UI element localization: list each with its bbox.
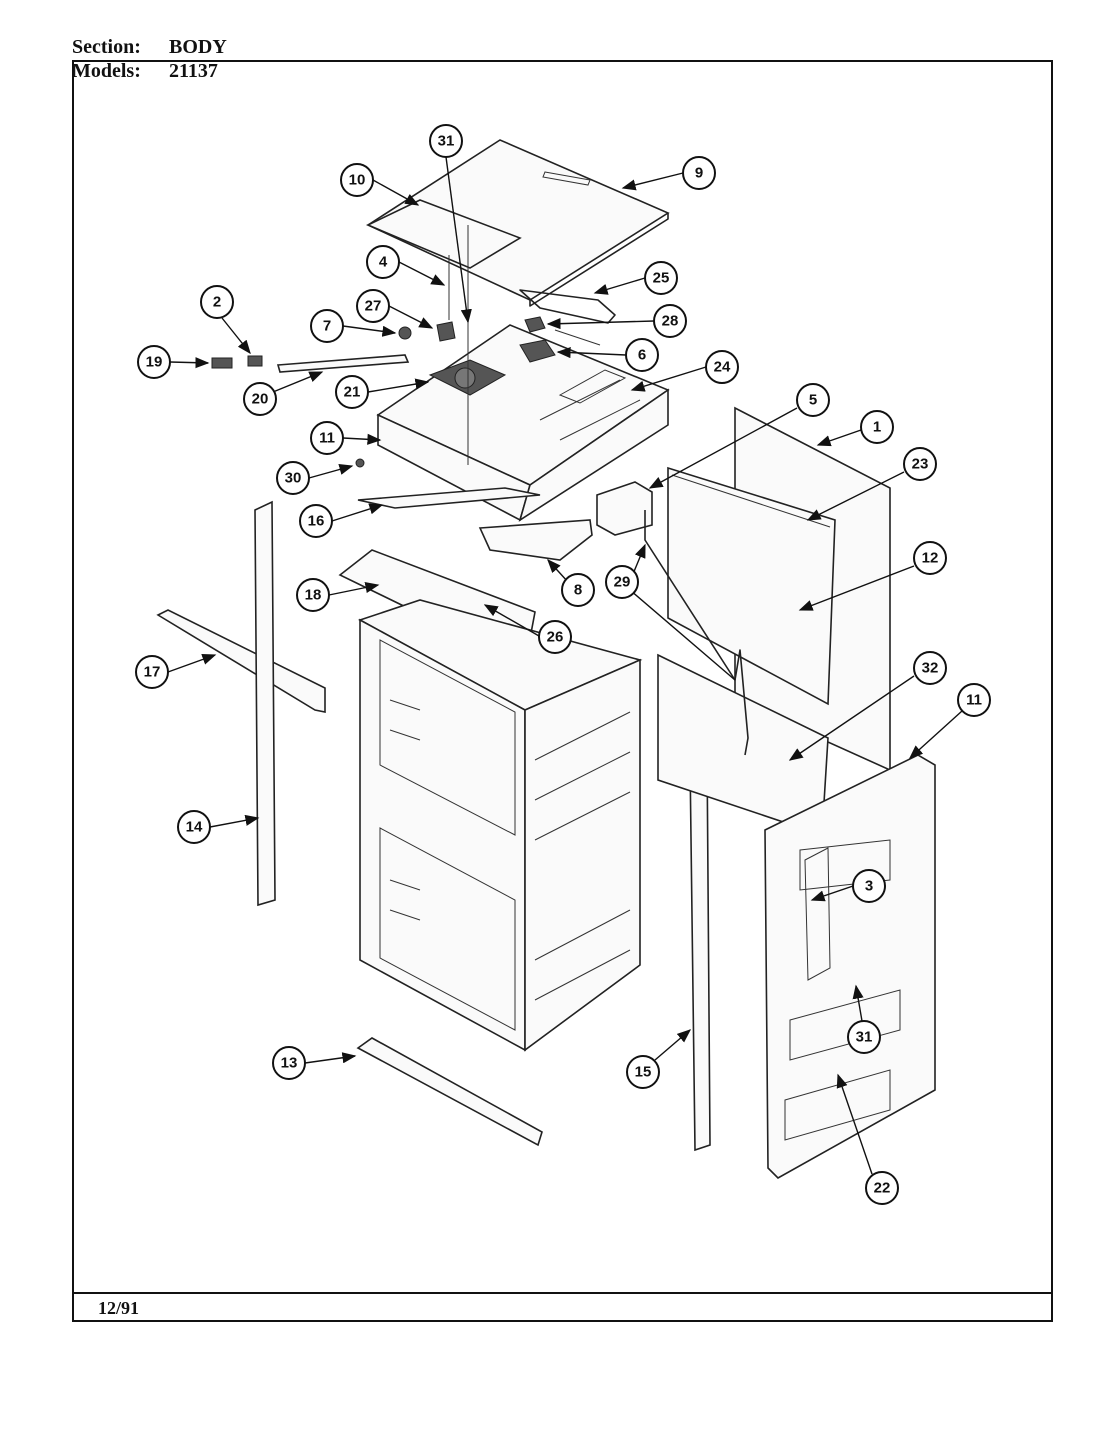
svg-text:29: 29	[614, 574, 631, 591]
callout-11-top: 11	[310, 421, 382, 455]
callout-22: 22	[836, 1073, 899, 1205]
svg-text:15: 15	[635, 1064, 652, 1081]
footer-divider	[74, 1292, 1051, 1294]
side-panel	[764, 754, 936, 1179]
svg-text:6: 6	[638, 347, 646, 364]
svg-text:3: 3	[865, 878, 873, 895]
oven-cavity	[358, 599, 643, 1052]
section-value: BODY	[169, 36, 227, 58]
callout-32: 32	[788, 651, 947, 761]
callout-17: 17	[135, 654, 217, 689]
callout-24: 24	[630, 350, 739, 392]
callout-27: 27	[356, 289, 434, 329]
top-sub-panel	[366, 199, 522, 269]
callout-23: 23	[806, 447, 937, 521]
svg-text:12: 12	[922, 550, 939, 567]
models-header: Models: 21137	[72, 60, 218, 83]
svg-text:19: 19	[146, 354, 163, 371]
callout-11-side: 11	[908, 683, 991, 759]
bracket	[519, 289, 616, 324]
svg-text:9: 9	[695, 165, 703, 182]
latch-spring	[247, 355, 263, 367]
svg-text:23: 23	[912, 456, 929, 473]
svg-text:11: 11	[966, 692, 982, 709]
latch-knob	[211, 357, 233, 369]
svg-text:21: 21	[344, 384, 361, 401]
svg-text:7: 7	[323, 318, 331, 335]
callout-9: 9	[621, 156, 716, 191]
svg-text:17: 17	[144, 664, 161, 681]
callout-31-top: 31	[429, 124, 472, 324]
svg-text:13: 13	[281, 1055, 298, 1072]
svg-text:14: 14	[186, 819, 203, 836]
latch-rod	[276, 354, 410, 373]
callout-20: 20	[243, 371, 324, 416]
svg-text:28: 28	[662, 313, 679, 330]
callout-2: 2	[200, 285, 251, 355]
svg-text:8: 8	[574, 582, 582, 599]
coil-spring	[436, 321, 456, 342]
callout-28: 28	[546, 304, 687, 338]
callout-13: 13	[272, 1046, 357, 1080]
callout-3: 3	[810, 869, 886, 903]
callout-26: 26	[483, 604, 572, 654]
callout-19: 19	[137, 345, 210, 379]
callout-16: 16	[299, 503, 384, 538]
svg-text:27: 27	[365, 298, 382, 315]
svg-text:5: 5	[809, 392, 817, 409]
models-value: 21137	[169, 60, 218, 82]
callout-8: 8	[547, 558, 595, 607]
section-label: Section:	[72, 36, 141, 58]
callout-29: 29	[605, 543, 736, 681]
callout-12: 12	[798, 541, 947, 611]
switch-bracket	[519, 339, 556, 363]
left-side-rail	[254, 500, 276, 907]
callout-18: 18	[296, 578, 380, 612]
callout-15: 15	[626, 1029, 692, 1089]
svg-text:26: 26	[547, 629, 564, 646]
svg-text:32: 32	[922, 660, 939, 677]
nut	[355, 458, 365, 468]
svg-text:25: 25	[653, 270, 670, 287]
svg-text:11: 11	[319, 430, 335, 447]
callout-30: 30	[276, 461, 354, 495]
spring	[524, 316, 546, 333]
bottom-rail	[356, 1037, 543, 1147]
diagram-frame: 12/91	[72, 60, 1053, 1322]
callout-5: 5	[648, 383, 830, 489]
callout-14: 14	[177, 810, 260, 844]
callout-4: 4	[366, 245, 446, 286]
svg-text:22: 22	[874, 1180, 891, 1197]
callout-25: 25	[593, 261, 678, 295]
models-label: Models:	[72, 60, 141, 82]
svg-text:24: 24	[714, 359, 731, 376]
terminal-block	[596, 481, 653, 536]
right-side-strip	[689, 746, 711, 1152]
svg-text:20: 20	[252, 391, 269, 408]
top-panel	[366, 139, 670, 307]
svg-text:4: 4	[379, 254, 388, 271]
callout-10: 10	[340, 163, 420, 206]
svg-text:1: 1	[873, 419, 881, 436]
svg-text:31: 31	[438, 133, 455, 150]
svg-text:16: 16	[308, 513, 325, 530]
svg-text:10: 10	[349, 172, 366, 189]
svg-text:2: 2	[213, 294, 221, 311]
air-duct	[478, 519, 593, 561]
section-header: Section: BODY	[72, 36, 227, 59]
callout-7: 7	[310, 309, 397, 343]
svg-text:18: 18	[305, 587, 322, 604]
callout-1: 1	[816, 410, 894, 447]
footer-date: 12/91	[98, 1298, 140, 1318]
callout-31-side: 31	[847, 984, 881, 1054]
vent-tube	[644, 510, 749, 756]
callout-6: 6	[556, 338, 659, 372]
washer	[398, 326, 412, 340]
svg-text:31: 31	[856, 1029, 873, 1046]
svg-text:30: 30	[285, 470, 302, 487]
cross-brace	[156, 609, 326, 713]
callout-21: 21	[335, 375, 430, 409]
